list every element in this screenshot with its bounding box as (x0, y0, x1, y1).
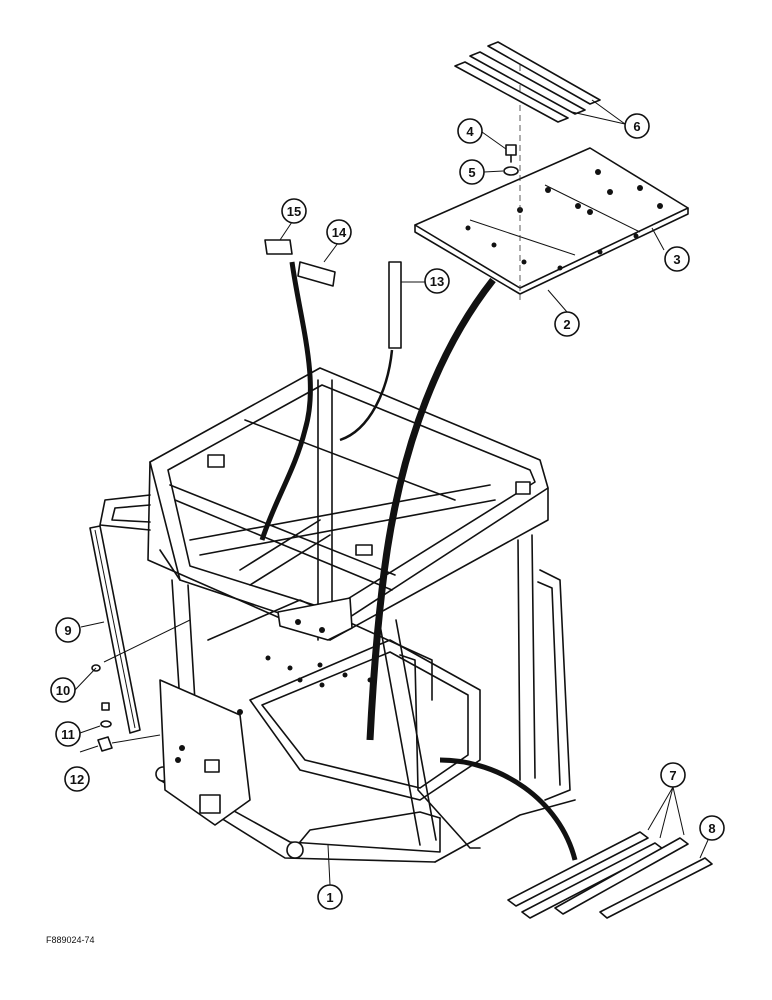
callout-label: 14 (332, 225, 347, 240)
callout-13: 13 (424, 268, 450, 294)
assembly-leaders (259, 261, 578, 861)
callout-label: 4 (466, 124, 474, 139)
callout-label: 11 (61, 727, 75, 742)
callout-12: 12 (64, 766, 90, 792)
callout-label: 6 (633, 119, 640, 134)
callout-label: 10 (56, 683, 70, 698)
figure-id: F889024-74 (46, 935, 95, 945)
callout-7: 7 (660, 762, 686, 788)
callout-label: 12 (70, 772, 84, 787)
callout-leaders (74, 99, 709, 886)
callout-3: 3 (664, 246, 690, 272)
side-hardware (91, 619, 191, 752)
bottom-strips (507, 831, 713, 919)
callout-6: 6 (624, 113, 650, 139)
callout-10: 10 (50, 677, 76, 703)
top-strips (454, 41, 601, 123)
callout-5: 5 (459, 159, 485, 185)
callout-label: 5 (468, 165, 475, 180)
callout-9: 9 (55, 617, 81, 643)
callout-1: 1 (317, 884, 343, 910)
side-trim (89, 525, 141, 734)
decals (264, 239, 402, 349)
callout-8: 8 (699, 815, 725, 841)
callout-label: 7 (669, 768, 676, 783)
callout-2: 2 (554, 311, 580, 337)
bolt-and-washer (503, 144, 519, 176)
callout-label: 1 (326, 890, 333, 905)
callout-label: 15 (287, 204, 301, 219)
callout-label: 9 (64, 623, 71, 638)
callout-label: 3 (673, 252, 680, 267)
callout-label: 8 (708, 821, 715, 836)
cab-frame (99, 367, 576, 863)
callout-label: 13 (430, 274, 444, 289)
callout-4: 4 (457, 118, 483, 144)
callout-label: 2 (563, 317, 570, 332)
callout-14: 14 (326, 219, 352, 245)
top-cover-plate (414, 55, 689, 300)
callout-15: 15 (281, 198, 307, 224)
callout-11: 11 (55, 721, 81, 747)
